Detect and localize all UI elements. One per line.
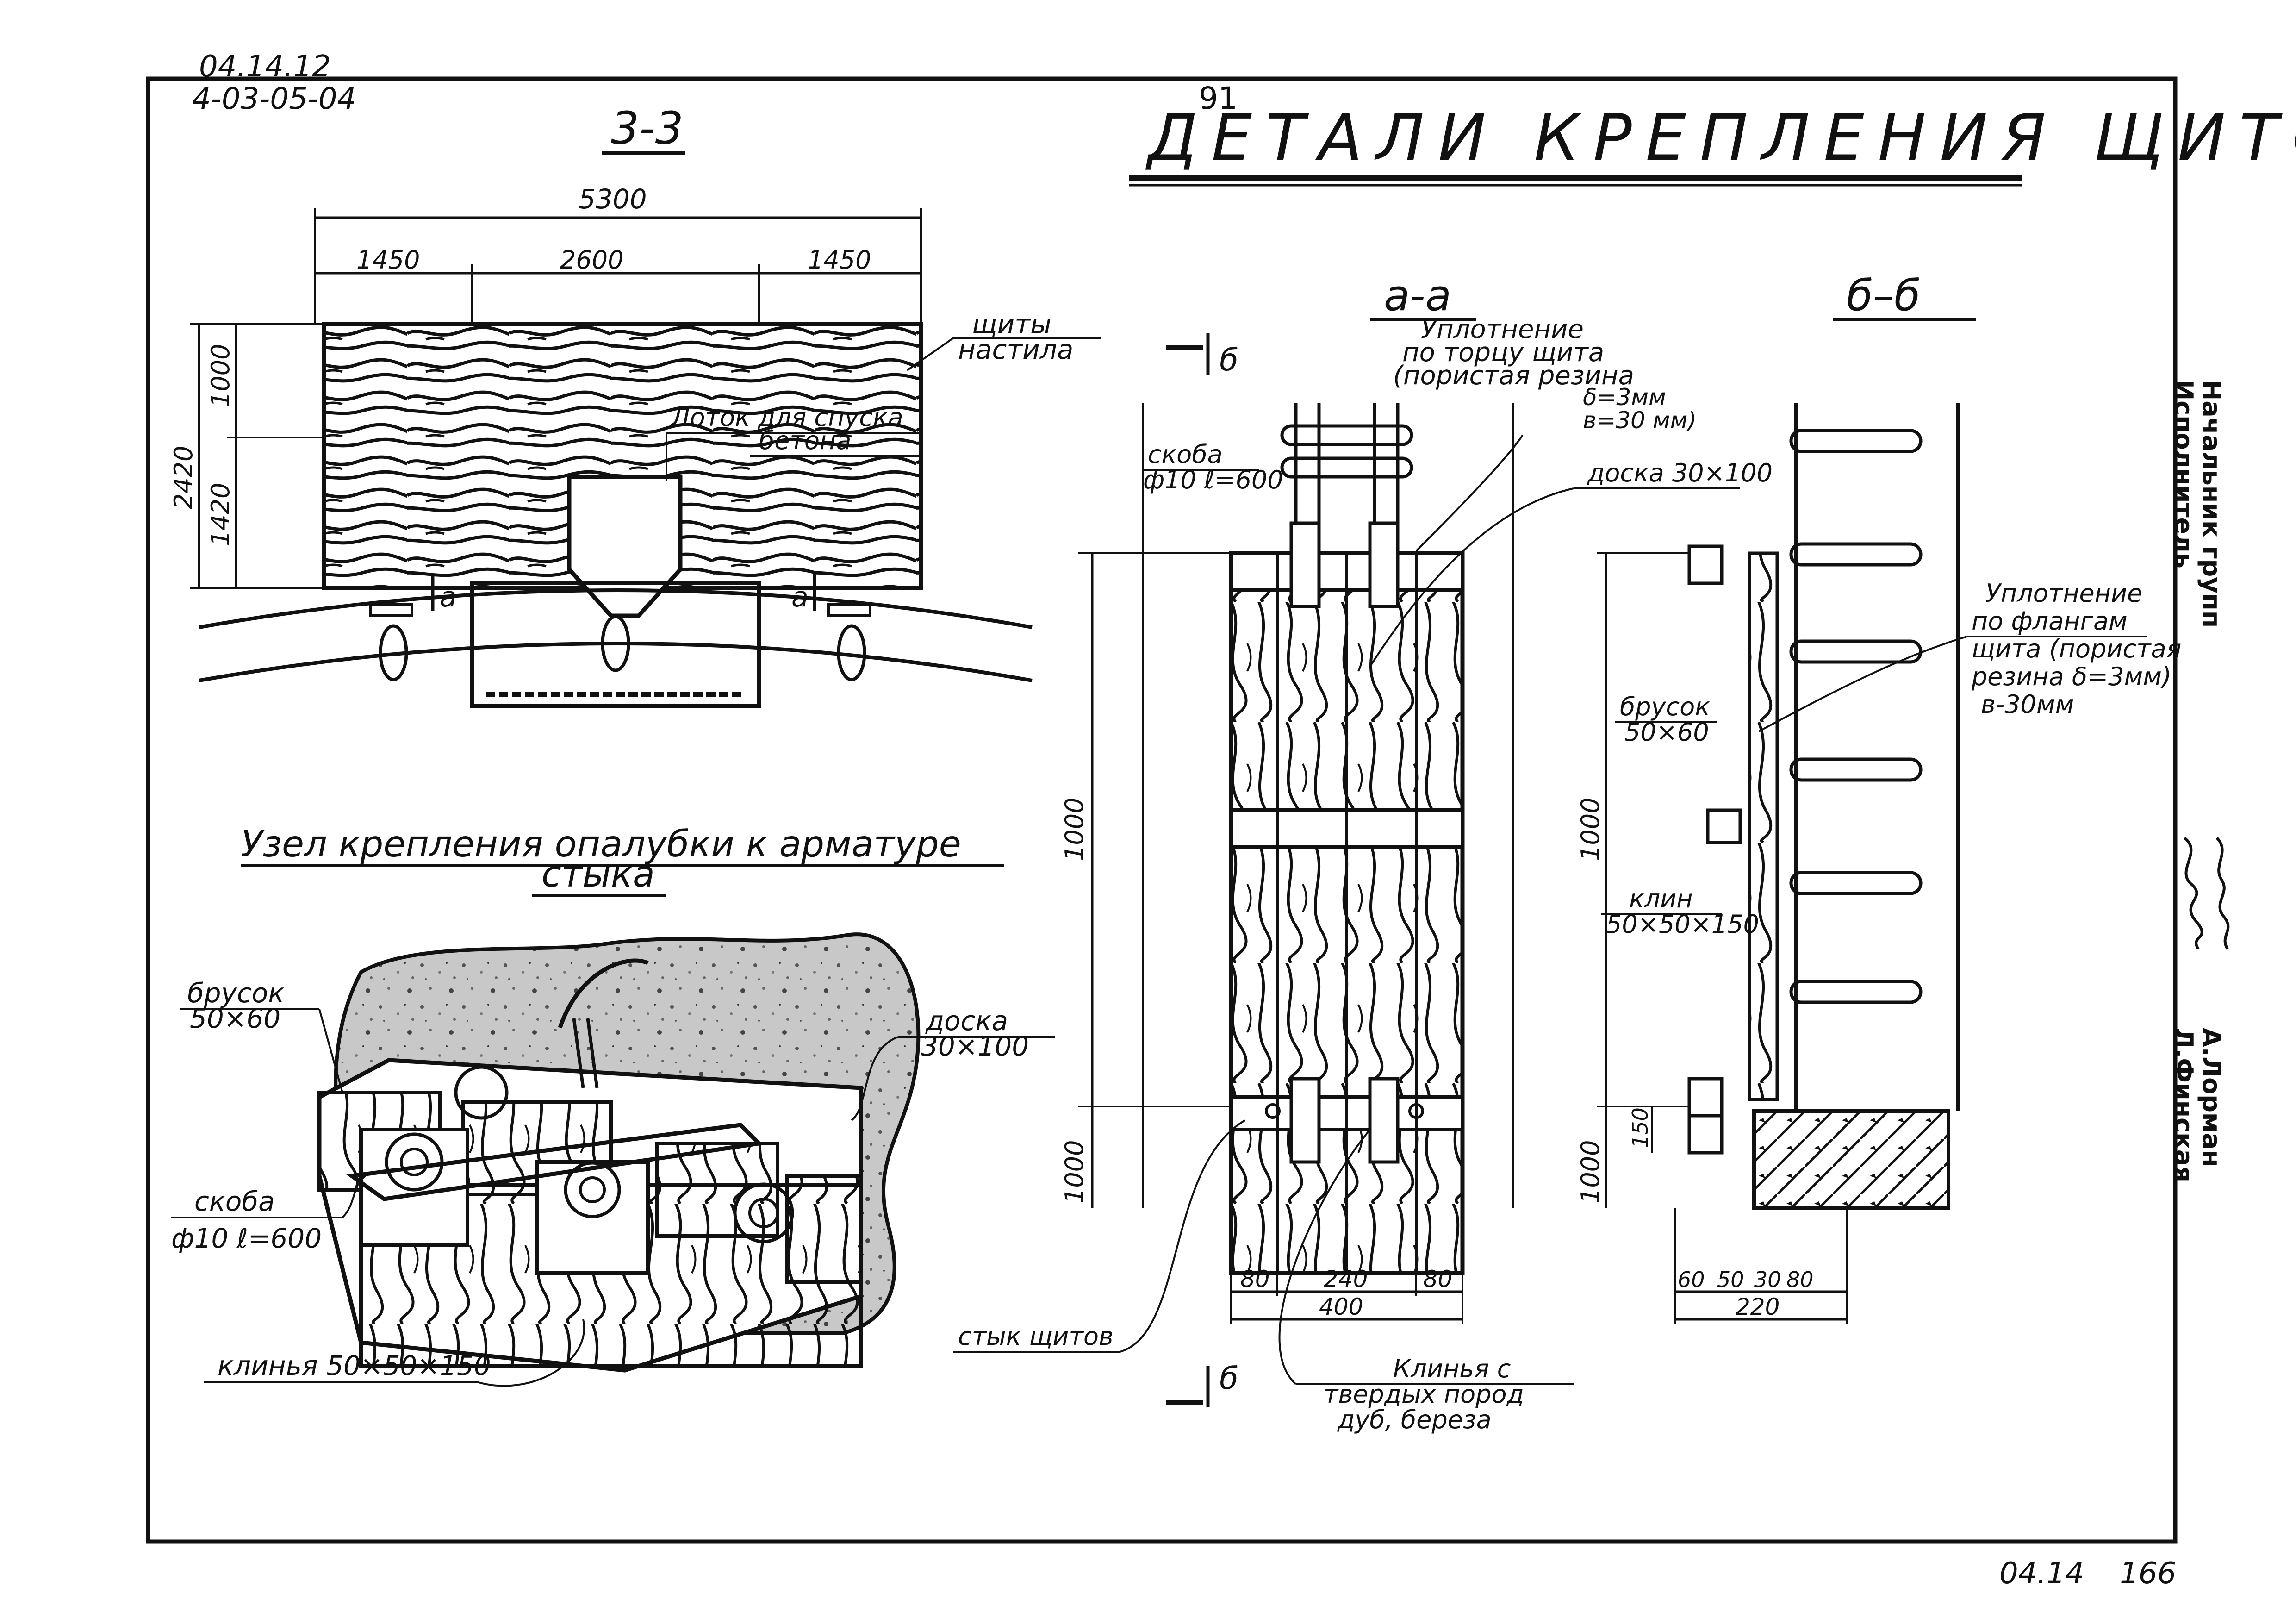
callout-chute-2: бетона xyxy=(759,426,851,455)
aa-seal-3: (пористая резина xyxy=(1393,361,1634,391)
node-bar-1: брусок xyxy=(187,977,284,1009)
chute-trough xyxy=(470,581,761,708)
node-detail: Узел крепления опалубки к арматуре стыка xyxy=(171,824,1055,1387)
bb-seal-2: по флангам xyxy=(1972,606,2128,636)
bb-seal-3: щита (пористая xyxy=(1972,634,2181,663)
footer-page: 166 xyxy=(2120,1556,2176,1591)
bb-bar-1: брусок xyxy=(1620,692,1710,721)
aa-seal-5: в=30 мм) xyxy=(1583,407,1697,434)
bb-dim-60: 60 xyxy=(1678,1267,1705,1292)
callout-shields-2: настила xyxy=(958,334,1073,365)
bb-seal-5: в-30мм xyxy=(1981,690,2074,719)
aa-dim-upper: 1000 xyxy=(1060,798,1089,861)
doc-code-1: 04.14.12 xyxy=(199,50,331,84)
dim-1000: 1000 xyxy=(206,344,235,407)
aa-wedges-1: Клинья с xyxy=(1393,1354,1511,1383)
aa-bracket-1: скоба xyxy=(1148,440,1223,469)
bb-dim-30: 30 xyxy=(1754,1267,1781,1292)
clamp-mid xyxy=(601,615,630,672)
aa-seal-4: δ=3мм xyxy=(1583,384,1666,411)
section-b-b: б–б 1000 1000 150 60 xyxy=(1576,271,2181,1324)
bb-panel xyxy=(1748,551,1779,1101)
node-board-2: 30×100 xyxy=(921,1031,1029,1062)
section-bb-label: б–б xyxy=(1847,271,1920,320)
aa-cut-top: б xyxy=(1220,342,1238,378)
footer-code: 04.14 xyxy=(1999,1556,2084,1591)
node-bar-2: 50×60 xyxy=(190,1003,280,1034)
node-board-1: доска xyxy=(925,1005,1008,1037)
bb-dim-upper: 1000 xyxy=(1576,798,1605,861)
section-3-3: 3-3 5300 1450 2600 1450 2420 1000 1420 щ… xyxy=(169,102,1101,708)
section-aa-label: а-а xyxy=(1384,271,1451,320)
dim-1450-right: 1450 xyxy=(808,245,871,275)
callout-shields-1: щиты xyxy=(972,308,1052,340)
aa-dim-240: 240 xyxy=(1324,1266,1368,1293)
aa-seal-2: по торцу щита xyxy=(1402,337,1604,368)
stamp-role-1: Начальник групп xyxy=(2197,380,2226,628)
clamp-left xyxy=(379,624,408,681)
aa-joint: стык щитов xyxy=(958,1322,1114,1351)
callout-chute-1: Лоток для спуска xyxy=(670,403,903,432)
concrete-chute xyxy=(567,475,683,618)
node-bracket-2: ф10 ℓ=600 xyxy=(171,1223,322,1254)
arch-bottom xyxy=(199,642,1033,682)
bb-wedge-1: клин xyxy=(1629,884,1693,913)
sheet-frame xyxy=(146,76,2178,1544)
dim-2420: 2420 xyxy=(169,446,198,509)
bb-dim-50: 50 xyxy=(1717,1267,1744,1292)
stamp-role-2: Исполнитель xyxy=(2169,380,2198,568)
aa-dim-lower: 1000 xyxy=(1060,1140,1089,1204)
section-a-a: а-а Уплотнение по торцу щита (пористая р… xyxy=(953,271,1773,1434)
title-stamp: Начальник групп Исполнитель А.Лорман Л.Ф… xyxy=(2169,380,2230,1182)
bb-dim-220: 220 xyxy=(1736,1293,1780,1320)
bb-concrete-base xyxy=(1752,1109,1950,1210)
stamp-name-2: Л.Финская xyxy=(2169,1028,2198,1182)
bb-seal-1: Уплотнение xyxy=(1985,579,2142,608)
section-3-3-label: 3-3 xyxy=(611,102,684,154)
aa-dim-80-right: 80 xyxy=(1423,1266,1453,1293)
bb-dim-150: 150 xyxy=(1628,1107,1653,1148)
aa-dim-80-left: 80 xyxy=(1240,1266,1270,1293)
aa-seal-1: Уплотнение xyxy=(1421,314,1584,344)
page-number: 91 xyxy=(1199,81,1238,116)
node-wedges: клинья 50×50×150 xyxy=(218,1350,491,1381)
bb-dim-lower: 1000 xyxy=(1576,1140,1605,1204)
dim-1450-left: 1450 xyxy=(356,245,420,275)
signature-2 xyxy=(2184,837,2203,950)
aa-wedges-3: дуб, береза xyxy=(1337,1405,1492,1434)
dim-2600: 2600 xyxy=(560,245,623,275)
doc-code-2: 4-03-05-04 xyxy=(192,82,356,116)
clamp-right xyxy=(837,624,866,681)
bb-seal-4: резина δ=3мм) xyxy=(1971,662,2172,691)
dim-5300: 5300 xyxy=(579,183,647,215)
bracket-rod xyxy=(346,1123,764,1201)
aa-cut-bottom: б xyxy=(1220,1361,1238,1396)
aa-dim-400: 400 xyxy=(1319,1293,1363,1320)
signature-1 xyxy=(2215,837,2230,950)
arch-top xyxy=(199,588,1033,629)
bb-dim-80: 80 xyxy=(1786,1267,1814,1292)
node-title-1: Узел крепления опалубки к арматуре xyxy=(241,824,961,865)
node-bracket-1: скоба xyxy=(194,1186,275,1217)
page-title: ДЕТАЛИ КРЕПЛЕНИЯ ЩИТОВ xyxy=(1145,100,2296,175)
stamp-name-1: А.Лорман xyxy=(2197,1028,2226,1167)
timber-assembly xyxy=(317,958,863,1373)
node-title-2: стыка xyxy=(541,854,655,895)
aa-board: доска 30×100 xyxy=(1587,458,1773,487)
dim-1420: 1420 xyxy=(206,483,235,546)
rebar-rungs xyxy=(1789,429,1923,1004)
